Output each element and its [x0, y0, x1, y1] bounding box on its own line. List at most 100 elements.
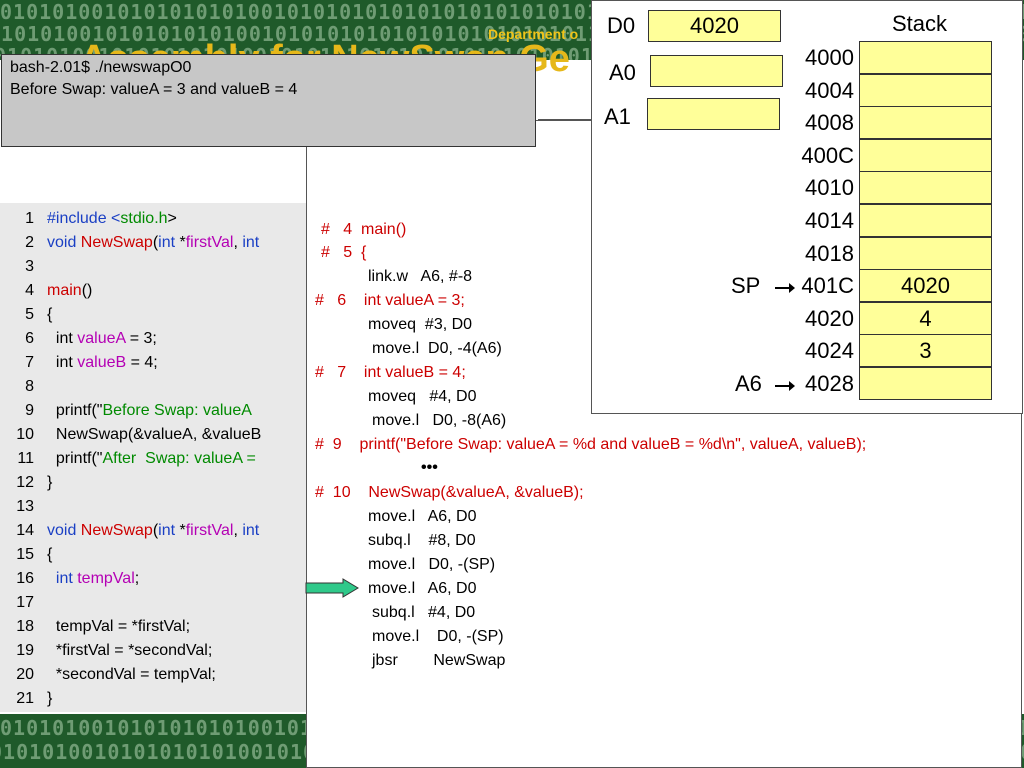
asm-instruction: move.l D0, -8(A6)	[372, 412, 507, 429]
code-token: Before Swap: valueA	[102, 402, 252, 419]
code-token: After Swap: valueA =	[102, 450, 256, 467]
stack-address: 4008	[805, 110, 854, 136]
stack-cell: 4020	[859, 269, 992, 303]
asm-instruction: move.l A6, D0	[368, 508, 477, 525]
asm-comment: # 7 int valueB = 4;	[315, 364, 466, 381]
code-line: 3	[0, 255, 47, 279]
code-token: firstVal	[185, 522, 234, 539]
code-token: valueA	[77, 330, 126, 347]
code-line: 9 printf("Before Swap: valueA	[0, 399, 252, 423]
code-token: printf("	[47, 402, 103, 419]
stack-title: Stack	[892, 11, 948, 36]
code-token: main	[47, 282, 82, 299]
code-token: = 3;	[125, 330, 157, 347]
stack-address: 4000	[805, 45, 854, 70]
code-token: (	[152, 234, 159, 251]
asm-instruction: moveq #4, D0	[368, 388, 477, 405]
register-label-d0: D0	[607, 13, 636, 38]
code-token: int	[47, 330, 78, 347]
stack-cell	[859, 367, 992, 400]
asm-comment: # 6 int valueA = 3;	[315, 292, 465, 309]
code-token: NewSwap(&valueA, &valueB	[47, 426, 262, 443]
code-token: ,	[233, 522, 243, 539]
code-line: 16 int tempVal;	[0, 567, 139, 591]
line-number: 18	[16, 618, 34, 635]
line-number: 11	[17, 450, 34, 467]
stack-cell	[859, 204, 992, 237]
line-number: 7	[25, 354, 34, 371]
code-line: 4 main()	[0, 279, 92, 303]
asm-ellipsis: •••	[421, 459, 438, 476]
connector-line	[538, 119, 593, 120]
code-token: (	[152, 522, 159, 539]
line-number: 14	[16, 522, 34, 539]
code-line: 15 {	[0, 543, 52, 567]
code-token: printf("	[47, 450, 103, 467]
stack-cell	[859, 236, 992, 270]
sp-arrow-icon	[775, 283, 795, 293]
stack-address: 4020	[805, 305, 854, 331]
asm-instruction: jbsr NewSwap	[372, 652, 506, 669]
code-token: NewSwap	[80, 522, 153, 539]
asm-instruction: move.l D0, -4(A6)	[372, 340, 502, 357]
code-token: }	[47, 474, 53, 491]
register-d0: 4020	[648, 10, 781, 42]
asm-comment: # 5 {	[321, 244, 367, 261]
register-a0	[650, 55, 783, 87]
line-number: 17	[16, 594, 34, 611]
line-number: 3	[25, 258, 34, 275]
code-line: 19 *firstVal = *secondVal;	[0, 639, 212, 663]
terminal-line: bash-2.01$ ./newswapO0	[10, 59, 192, 76]
code-token: firstVal	[185, 234, 234, 251]
code-line: 20 *secondVal = tempVal;	[0, 663, 216, 687]
register-a1	[647, 98, 780, 130]
stack-address: 4028	[805, 371, 854, 396]
code-token: valueB	[77, 354, 127, 371]
code-token: }	[47, 690, 53, 707]
line-number: 5	[25, 306, 34, 323]
code-token: *secondVal = tempVal;	[47, 666, 216, 683]
code-token: ()	[81, 282, 93, 299]
line-number: 4	[25, 282, 34, 299]
code-token: void	[47, 234, 81, 251]
code-token: *firstVal = *secondVal;	[47, 642, 213, 659]
stack-cell	[859, 171, 992, 205]
stack-cell: 4	[859, 301, 992, 335]
register-label-a1: A1	[604, 104, 631, 129]
line-number: 2	[25, 234, 34, 251]
code-token: int	[158, 234, 180, 251]
code-line: 13	[0, 495, 47, 519]
asm-comment: # 4 main()	[321, 221, 407, 238]
sp-pointer-label: SP	[731, 273, 761, 298]
department-label: Department o	[488, 26, 579, 42]
line-number: 13	[16, 498, 34, 515]
stack-cell	[859, 73, 992, 107]
code-token: = 4;	[126, 354, 158, 371]
terminal-output: bash-2.01$ ./newswapO0 Before Swap: valu…	[1, 54, 536, 147]
stack-address: 401C	[801, 273, 854, 299]
line-number: 15	[16, 546, 34, 563]
line-number: 9	[25, 402, 34, 419]
stack-address: 4018	[805, 240, 854, 266]
line-number: 16	[16, 570, 34, 587]
asm-comment: # 10 NewSwap(&valueA, &valueB);	[315, 484, 584, 501]
asm-instruction: move.l D0, -(SP)	[368, 556, 496, 573]
stack-address: 4004	[805, 77, 854, 103]
asm-comment: # 9 printf("Before Swap: valueA = %d and…	[315, 436, 867, 453]
execution-pointer-arrow-icon	[305, 578, 359, 598]
code-token: int	[47, 570, 78, 587]
code-line: 5{	[0, 303, 52, 327]
stack-address: 4024	[805, 338, 854, 364]
line-number: 20	[16, 666, 34, 683]
a6-arrow-icon	[775, 381, 795, 391]
code-line: 18 tempVal = *firstVal;	[0, 615, 190, 639]
code-token: int	[158, 522, 180, 539]
line-number: 12	[16, 474, 34, 491]
code-token: int	[47, 354, 78, 371]
code-token: tempVal = *firstVal;	[47, 618, 191, 635]
code-token: ;	[134, 570, 140, 587]
code-token: {	[47, 546, 53, 563]
